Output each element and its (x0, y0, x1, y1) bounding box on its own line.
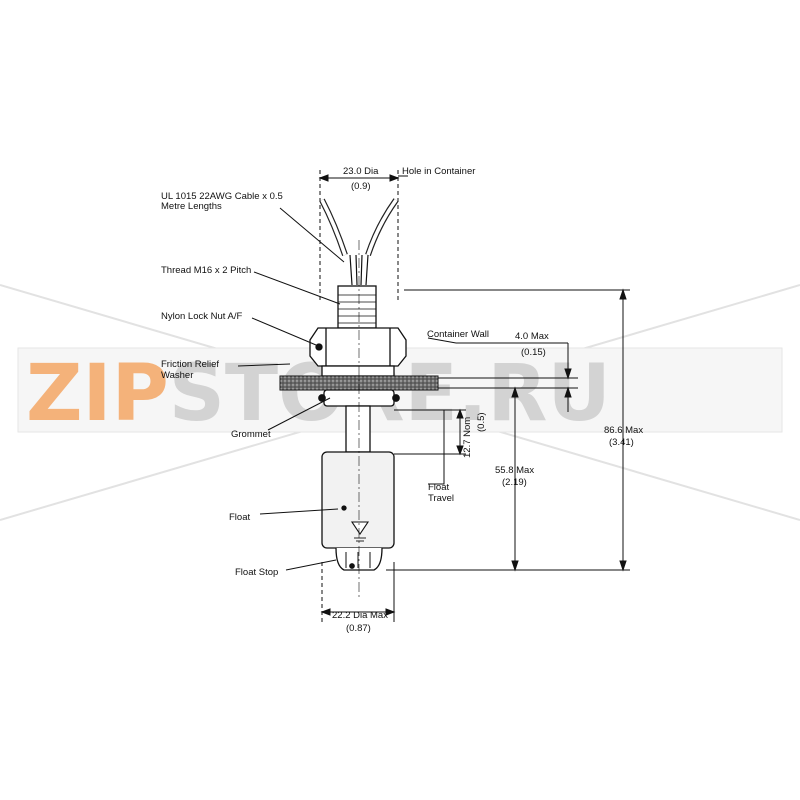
collar (321, 365, 395, 377)
total-length-value: 86.6 Max (604, 425, 643, 436)
nut-label: Nylon Lock Nut A/F (161, 311, 243, 322)
container-wall-label: Container Wall (427, 329, 489, 340)
cable-lead-left (349, 254, 358, 286)
cable-right-inner (366, 198, 398, 256)
float-dia-value: 22.2 Dia Max (332, 610, 388, 621)
washer-label-1: Friction Relief (161, 359, 219, 370)
total-length-inch: (3.41) (609, 437, 634, 448)
nut-dot (315, 343, 323, 351)
switch-body (309, 198, 407, 377)
hole-label: Hole in Container (402, 166, 475, 177)
float-stop-label: Float Stop (235, 567, 278, 578)
washer-label-2: Washer (161, 370, 193, 381)
float-label: Float (229, 512, 250, 523)
float-body (321, 451, 395, 549)
stem-tube (345, 405, 371, 453)
water-level-symbol (350, 521, 370, 535)
threaded-stem (337, 285, 377, 329)
cable-lead-right (360, 254, 369, 286)
lock-nut (309, 327, 407, 367)
travel-value: 12.7 Nom (462, 417, 473, 458)
float-dia-inch: (0.87) (346, 623, 371, 634)
float-travel-label-2: Travel (428, 493, 454, 504)
hole-dia-inch: (0.9) (351, 181, 371, 192)
thread-label: Thread M16 x 2 Pitch (161, 265, 251, 276)
cable-label-1: UL 1015 22AWG Cable x 0.5 (161, 191, 283, 202)
mid-length-value: 55.8 Max (495, 465, 534, 476)
callout-labels: UL 1015 22AWG Cable x 0.5 Metre Lengths … (161, 166, 489, 578)
cable-label-2: Metre Lengths (161, 201, 222, 212)
dimension-values: 23.0 Dia (0.9) 4.0 Max (0.15) 12.7 Nom (… (332, 166, 643, 634)
grommet-label: Grommet (231, 429, 271, 440)
mid-length-inch: (2.19) (502, 477, 527, 488)
dimension-lines (237, 170, 630, 622)
wall-max-value: 4.0 Max (515, 331, 549, 342)
wall-max-inch: (0.15) (521, 347, 546, 358)
cable-left-inner (320, 199, 347, 256)
watermark-zip: ZIP (26, 349, 169, 439)
travel-inch: (0.5) (476, 412, 487, 432)
float-travel-label-1: Float (428, 482, 449, 493)
hole-dia-value: 23.0 Dia (343, 166, 379, 177)
